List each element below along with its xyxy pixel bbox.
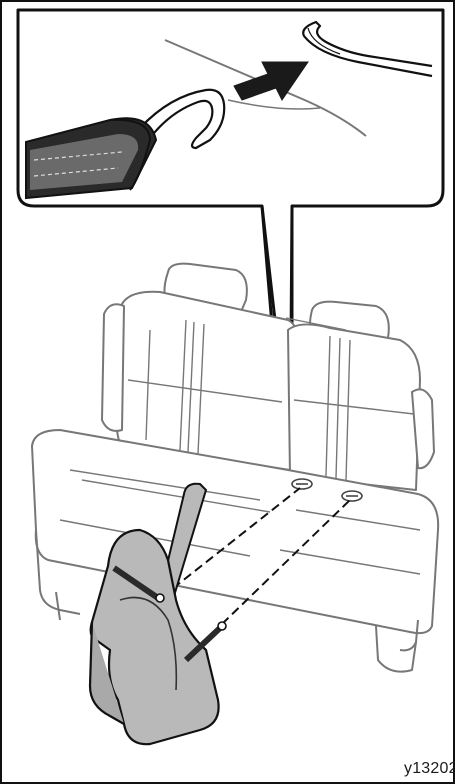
figure-id-label: y13202 <box>404 760 455 778</box>
